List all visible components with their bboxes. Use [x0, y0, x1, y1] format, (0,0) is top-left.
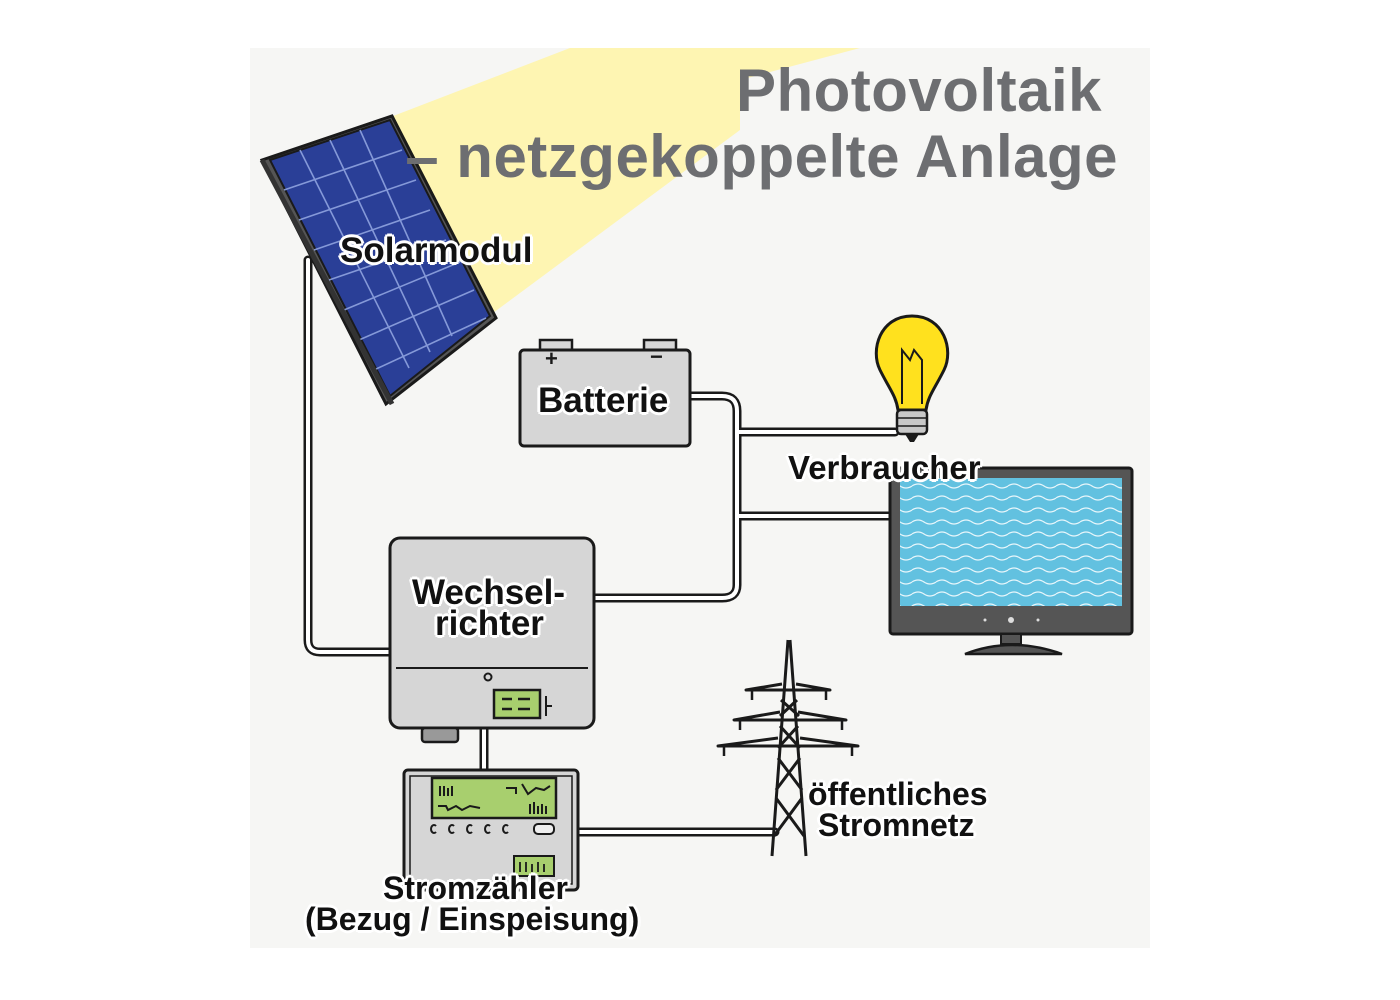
inverter: [388, 536, 596, 744]
diagram-title-line2: – netzgekoppelte Anlage: [405, 123, 1118, 190]
label-stromzaehler-line1: Stromzähler: [383, 870, 568, 906]
light-bulb-icon: [874, 314, 950, 442]
label-batterie: Batterie: [538, 381, 669, 420]
label-wechselrichter-line2: richter: [435, 604, 544, 643]
label-stromnetz-line1: öffentliches: [808, 776, 988, 812]
label-stromnetz-line2: Stromnetz: [818, 807, 975, 843]
wiring-inner: [306, 258, 897, 834]
sunlight-beam-fill: [388, 48, 860, 330]
diagram-title-line1: Photovoltaik: [735, 57, 1102, 124]
solar-module: [259, 114, 498, 407]
label-verbraucher: Verbraucher: [788, 449, 981, 486]
label-wechselrichter-line1: Wechsel-: [412, 573, 566, 612]
battery: + −: [518, 338, 692, 448]
battery-plus-sign: +: [545, 346, 558, 371]
electricity-meter: [402, 768, 580, 892]
power-pylon-icon: [716, 639, 860, 857]
label-solarmodul: Solarmodul: [340, 231, 533, 270]
label-stromzaehler-line2: (Bezug / Einspeisung): [305, 901, 640, 937]
battery-minus-sign: −: [650, 344, 663, 369]
television: [888, 466, 1134, 656]
